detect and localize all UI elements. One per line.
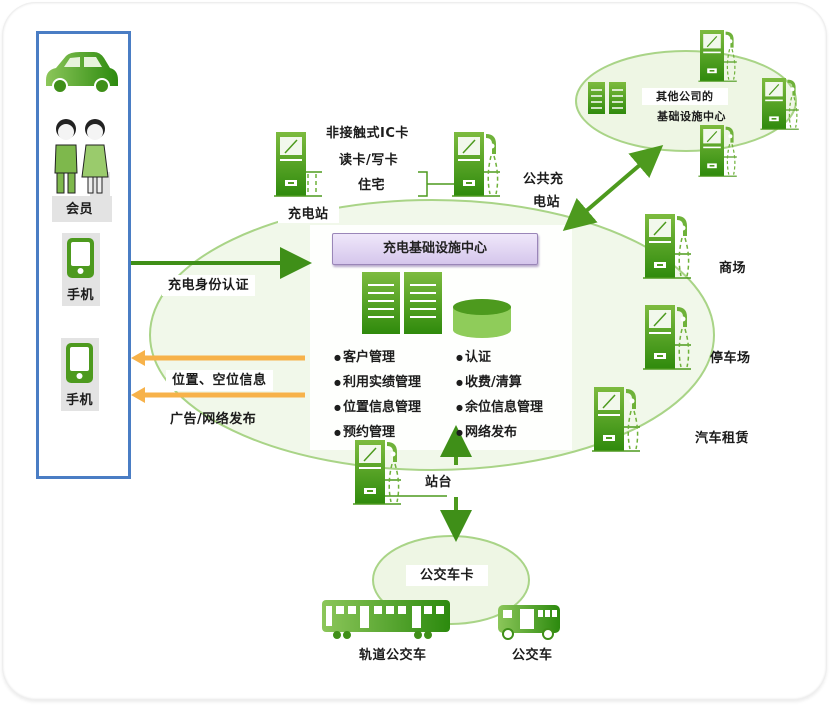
functions-right-list: 认证 收费/清算 余位信息管理 网络发布 [456, 345, 543, 445]
bus-card-label: 公交车卡 [406, 565, 489, 586]
charging-station-icon [274, 132, 322, 197]
other-server-rack-icon [588, 82, 626, 114]
charging-station-icon [698, 30, 737, 82]
database-icon [453, 299, 511, 338]
other-company-label-2: 基础设施中心 [657, 110, 726, 123]
charging-station-icon [592, 387, 640, 452]
functions-left-list: 客户管理 利用实绩管理 位置信息管理 预约管理 [334, 345, 421, 445]
charging-station-icon [698, 125, 737, 177]
location-arrow-label: 位置、空位信息 [166, 370, 273, 391]
rail-bus-icon [322, 600, 450, 639]
function-item: 网络发布 [456, 420, 543, 445]
auth-arrow-label: 充电身份认证 [162, 275, 256, 296]
center-title-box[interactable]: 充电基础设施中心 [332, 233, 538, 265]
home-label: 住宅 [346, 176, 398, 195]
function-item: 利用实绩管理 [334, 370, 421, 395]
station-label: 充电站 [278, 206, 339, 223]
charging-station-icon [760, 78, 799, 130]
charging-station-icon [353, 440, 401, 505]
platform-label: 站台 [425, 475, 453, 490]
ads-arrow-label: 广告/网络发布 [170, 412, 257, 427]
link-other-company-arrow [562, 144, 664, 232]
mobile-phone-icon [66, 343, 93, 383]
ads-arrow [131, 387, 305, 403]
function-item: 位置信息管理 [334, 395, 421, 420]
rental-label: 汽车租赁 [695, 431, 750, 446]
parking-label: 停车场 [710, 351, 751, 366]
people-icon [54, 119, 109, 194]
public-station-label-1: 公共充 [515, 170, 572, 189]
members-label: 会员 [66, 202, 94, 217]
ic-card-label-1: 非接触式IC卡 [322, 125, 413, 142]
location-arrow [131, 350, 305, 366]
rail-bus-label: 轨道公交车 [359, 648, 427, 663]
ic-card-label-2: 读卡/写卡 [335, 152, 403, 169]
function-item: 认证 [456, 345, 543, 370]
function-item: 客户管理 [334, 345, 421, 370]
phone-label-2: 手机 [66, 393, 94, 408]
bus-icon [498, 605, 560, 640]
mall-label: 商场 [719, 261, 747, 276]
mobile-phone-icon [67, 238, 94, 278]
phone-label-1: 手机 [67, 288, 95, 303]
function-item: 余位信息管理 [456, 395, 543, 420]
public-station-label-2: 电站 [533, 195, 561, 210]
function-item: 预约管理 [334, 420, 421, 445]
function-item: 收费/清算 [456, 370, 543, 395]
members-tile [52, 196, 112, 222]
bus-label: 公交车 [512, 648, 553, 663]
charging-station-icon [643, 214, 691, 279]
other-company-label-1: 其他公司的 [642, 88, 728, 105]
home-bracket [418, 171, 455, 197]
center-title: 充电基础设施中心 [382, 241, 487, 256]
server-rack-icon [362, 272, 442, 334]
charging-station-icon [452, 132, 500, 197]
car-icon [46, 52, 118, 94]
charging-station-icon [643, 305, 691, 370]
